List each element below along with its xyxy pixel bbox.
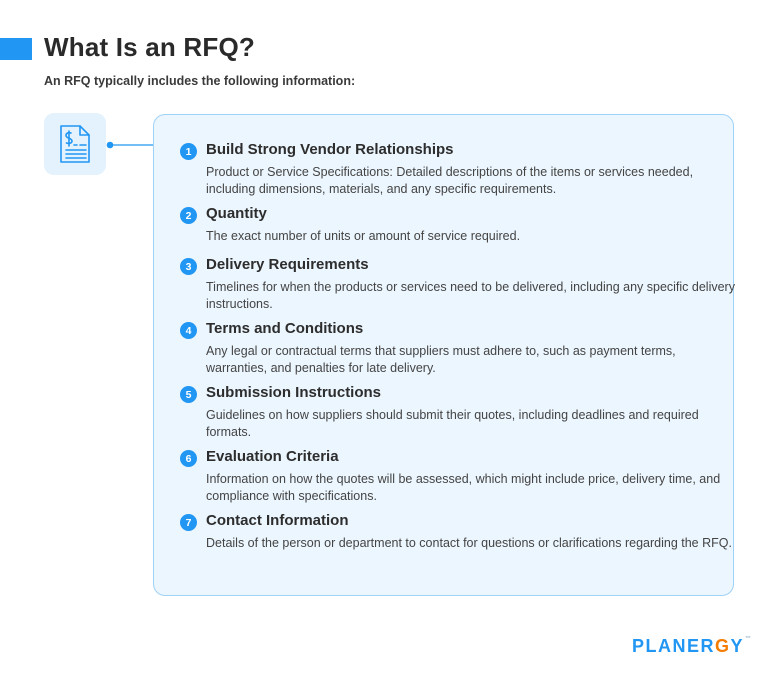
item-description: Information on how the quotes will be as… — [206, 472, 721, 503]
step-number-badge: 4 — [180, 322, 197, 339]
step-number-badge: 3 — [180, 258, 197, 275]
item-description: Details of the person or department to c… — [206, 536, 732, 550]
item-title: Build Strong Vendor Relationships — [206, 141, 454, 158]
item-description: Guidelines on how suppliers should submi… — [206, 408, 699, 439]
rfq-info-panel: 1 Build Strong Vendor Relationships Prod… — [153, 114, 735, 596]
item-title: Evaluation Criteria — [206, 448, 339, 465]
page-title: What Is an RFQ? — [44, 32, 255, 62]
item-description: Any legal or contractual terms that supp… — [206, 344, 676, 375]
item-title: Quantity — [206, 205, 267, 222]
step-number-badge: 1 — [180, 143, 197, 160]
trademark-symbol: ™ — [745, 636, 752, 642]
item-description: Product or Service Specifications: Detai… — [206, 165, 694, 196]
step-number-badge: 6 — [180, 450, 197, 467]
step-number-badge: 2 — [180, 207, 197, 224]
logo-text: PLANER — [632, 636, 716, 656]
item-title: Submission Instructions — [206, 384, 382, 401]
step-number-badge: 7 — [180, 514, 197, 531]
invoice-document-icon — [44, 113, 106, 175]
page-subtitle: An RFQ typically includes the following … — [44, 74, 356, 88]
accent-bar — [0, 38, 32, 60]
item-description: The exact number of units or amount of s… — [206, 229, 521, 243]
logo-text-end: Y — [730, 636, 745, 656]
planergy-logo: PLANERGY™ — [632, 636, 751, 657]
step-number-badge: 5 — [180, 386, 197, 403]
item-title: Contact Information — [206, 512, 349, 529]
item-title: Delivery Requirements — [206, 256, 369, 273]
item-title: Terms and Conditions — [206, 320, 364, 337]
logo-text-g: G — [715, 636, 731, 656]
item-description: Timelines for when the products or servi… — [206, 280, 735, 311]
